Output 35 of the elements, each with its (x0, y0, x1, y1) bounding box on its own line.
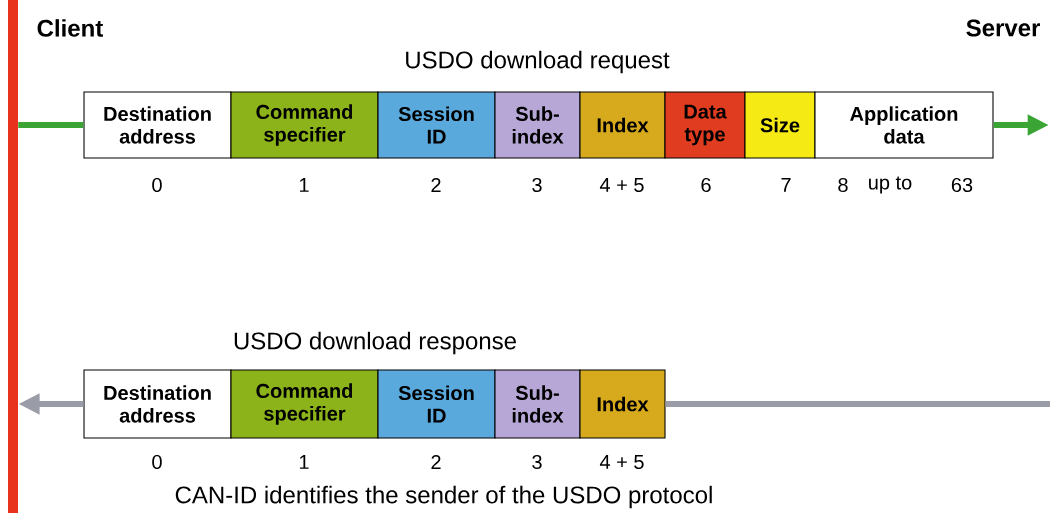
byte-number: 3 (532, 454, 542, 470)
frame-field: Index (579, 91, 666, 159)
side-label: Client (37, 19, 103, 37)
byte-number: 6 (701, 177, 711, 193)
byte-number: 3 (532, 177, 542, 193)
frame-field: Command specifier (230, 369, 379, 439)
byte-number: 2 (431, 455, 441, 469)
frame-field: Index (579, 369, 666, 439)
frame-field: Session ID (377, 369, 496, 439)
frame-field: Destination address (83, 369, 232, 439)
byte-number: 4 + 5 (599, 178, 644, 192)
byte-number: 8 (838, 177, 848, 193)
byte-number: 7 (781, 178, 791, 192)
frame-field: Size (744, 91, 816, 159)
byte-number: 2 (431, 178, 441, 192)
byte-number: 4 + 5 (599, 455, 644, 469)
frame-field: Sub-index (494, 91, 581, 159)
frame-field: Sub-index (494, 369, 581, 439)
frame-field: Application data (814, 91, 994, 159)
byte-number: up to (869, 176, 912, 194)
frame-field: Session ID (377, 91, 496, 159)
message-title: USDO download response (234, 331, 516, 355)
message-title: USDO download request (406, 50, 670, 74)
side-label: Server (966, 19, 1040, 37)
byte-number: 1 (299, 455, 309, 469)
caption: CAN-ID identifies the sender of the USDO protocol (175, 485, 712, 509)
frame-field: Command specifier (230, 91, 379, 159)
frame-field: Data type (664, 91, 746, 159)
byte-number: 1 (299, 178, 309, 192)
frame-field: Destination address (83, 91, 232, 159)
byte-number: 0 (152, 454, 162, 470)
connector-line (18, 122, 84, 128)
byte-number: 63 (951, 177, 973, 193)
byte-number: 0 (152, 177, 162, 193)
connector-line (665, 401, 1050, 407)
